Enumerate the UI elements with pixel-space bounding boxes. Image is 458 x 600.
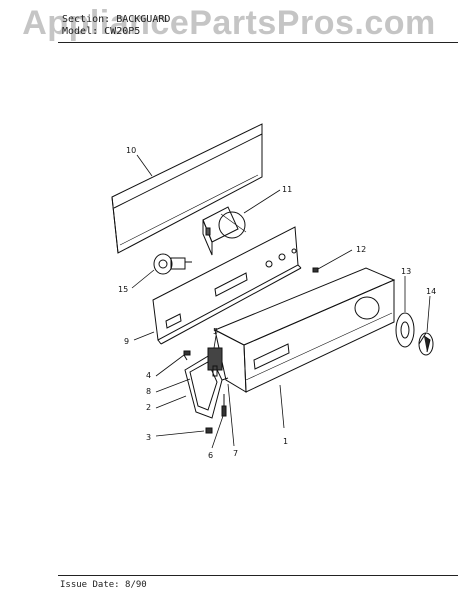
callout-6: 6 xyxy=(208,451,213,460)
part-knob-skirt xyxy=(395,312,415,348)
part-screw-top xyxy=(312,267,319,273)
part-switch xyxy=(207,347,223,377)
issue-value: 8/90 xyxy=(125,580,147,590)
issue-label: Issue Date: xyxy=(60,580,120,590)
footer-rule xyxy=(58,575,458,576)
section-line: Section: BACKGUARD xyxy=(62,14,170,25)
callout-15: 15 xyxy=(118,285,128,294)
callout-1: 1 xyxy=(283,437,288,446)
leader-lines xyxy=(131,154,431,449)
part-backguard-cover xyxy=(111,123,263,254)
part-console xyxy=(213,267,396,393)
issue-date: Issue Date: 8/90 xyxy=(60,580,147,590)
part-screw-upper xyxy=(183,350,191,361)
callout-14: 14 xyxy=(426,287,436,296)
part-timer xyxy=(202,206,247,256)
callout-5: 5 xyxy=(213,327,218,336)
callout-3: 3 xyxy=(146,433,151,442)
callout-12: 12 xyxy=(356,245,366,254)
callout-7: 7 xyxy=(233,449,238,458)
model-label: Model: xyxy=(62,26,99,37)
section-value: BACKGUARD xyxy=(116,14,171,25)
callout-4: 4 xyxy=(146,371,151,380)
header-rule xyxy=(58,42,458,43)
watermark: AppliancePartsPros.com xyxy=(22,4,436,42)
callout-8: 8 xyxy=(146,387,151,396)
part-screw-lower xyxy=(205,427,213,434)
part-control-panel xyxy=(152,226,302,345)
part-pressure-switch xyxy=(153,253,192,275)
model-line: Model: CW20P5 xyxy=(62,26,140,37)
part-clip xyxy=(221,394,227,417)
callout-13: 13 xyxy=(401,267,411,276)
callout-9: 9 xyxy=(124,337,129,346)
callout-2: 2 xyxy=(146,403,151,412)
part-knob xyxy=(418,332,434,356)
model-value: CW20P5 xyxy=(104,26,141,37)
section-label: Section: xyxy=(62,14,111,25)
callout-11: 11 xyxy=(282,185,292,194)
callout-10: 10 xyxy=(126,146,136,155)
